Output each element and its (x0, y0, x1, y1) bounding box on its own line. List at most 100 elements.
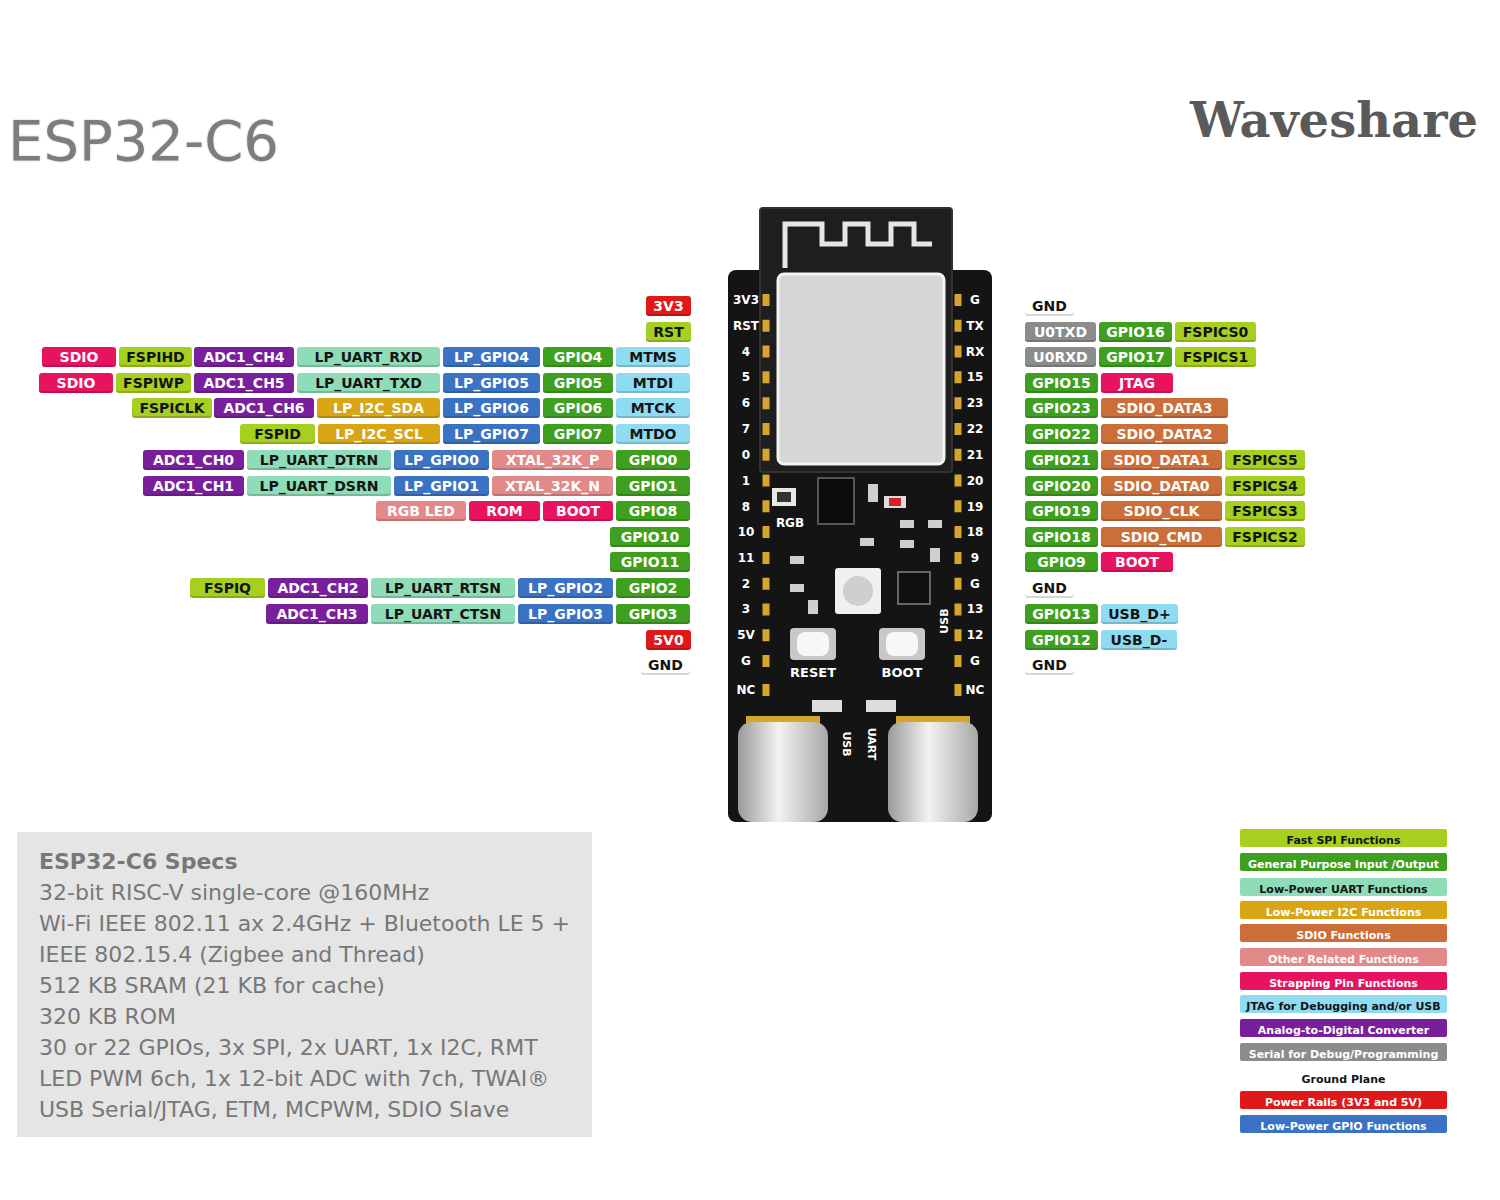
pin-function-tag: GND (1025, 296, 1074, 316)
silkscreen-pin: G (741, 654, 751, 668)
silkscreen-pin: 1 (742, 474, 750, 488)
pin-function-name: USB_D+ (1108, 604, 1170, 624)
silkscreen-pin: G (970, 654, 980, 668)
rgb-led-package (835, 568, 881, 614)
pin-function-tag: LP_I2C_SDA (317, 398, 440, 418)
spec-heading: ESP32-C6 Specs (39, 846, 582, 877)
pin-function-name: MTCK (631, 398, 676, 418)
pin-function-tag: FSPIHD (119, 347, 192, 367)
pin-function-tag: LP_I2C_SCL (318, 424, 440, 444)
header-pad (955, 684, 962, 696)
pin-function-name: GND (1032, 296, 1067, 316)
spec-line: 30 or 22 GPIOs, 3x SPI, 2x UART, 1x I2C,… (39, 1032, 582, 1063)
pin-function-tag: FSPIWP (116, 373, 191, 393)
silkscreen-pin: 18 (967, 525, 984, 539)
pin-function-tag: LP_GPIO3 (518, 604, 613, 624)
pin-function-tag: MTDO (616, 424, 690, 444)
pin-function-tag: GPIO9 (1025, 552, 1098, 572)
pin-function-tag: FSPICS1 (1175, 347, 1256, 367)
pin-function-tag: ADC1_CH6 (214, 398, 314, 418)
pin-function-tag: FSPICS0 (1175, 322, 1256, 342)
pin-function-tag: SDIO (42, 347, 116, 367)
legend-label: Power Rails (3V3 and 5V) (1265, 1094, 1422, 1112)
watermark: Waveshare (1190, 91, 1478, 149)
passive (900, 540, 914, 548)
pin-function-tag: XTAL_32K_N (492, 476, 613, 496)
pin-function-tag: GPIO11 (610, 552, 690, 572)
pin-function-name: ADC1_CH1 (153, 476, 234, 496)
pin-function-name: GPIO1 (629, 476, 678, 496)
pin-function-tag: LP_GPIO1 (394, 476, 489, 496)
pin-function-name: GPIO6 (554, 398, 603, 418)
pin-function-tag: RST (646, 322, 691, 342)
legend-swatch: JTAG for Debugging and/or USB (1240, 995, 1447, 1013)
legend-swatch: Fast SPI Functions (1240, 829, 1447, 847)
button-label: RESET (790, 665, 836, 681)
pin-function-name: GPIO20 (1032, 476, 1090, 496)
pin-function-name: GPIO22 (1032, 424, 1090, 444)
pin-function-name: MTDI (633, 373, 673, 393)
silkscreen-pin: G (970, 577, 980, 591)
silkscreen-pin: 8 (742, 500, 750, 514)
pin-function-name: LP_GPIO2 (528, 578, 603, 598)
silkscreen-pin: 13 (967, 602, 984, 616)
pin-function-name: SDIO (60, 347, 99, 367)
pin-function-tag: FSPICS4 (1225, 476, 1305, 496)
pin-function-name: FSPIWP (123, 373, 184, 393)
pin-function-name: GPIO18 (1032, 527, 1090, 547)
pin-function-name: GPIO0 (629, 450, 678, 470)
pin-function-tag: GPIO0 (616, 450, 690, 470)
pin-function-name: LP_UART_DTRN (260, 450, 378, 470)
legend-label: Low-Power GPIO Functions (1260, 1118, 1426, 1136)
pin-function-tag: XTAL_32K_P (492, 450, 613, 470)
legend-label: Other Related Functions (1268, 951, 1419, 969)
rgb-led-lens (843, 576, 873, 606)
legend-swatch: General Purpose Input /Output (1240, 853, 1447, 871)
pin-function-tag: SDIO_DATA0 (1101, 476, 1222, 496)
pin-function-name: ROM (486, 501, 523, 521)
silkscreen-pin: 11 (738, 551, 755, 565)
pin-function-name: BOOT (1115, 552, 1159, 572)
pin-function-tag: LP_GPIO7 (443, 424, 540, 444)
pin-function-name: ADC1_CH6 (223, 398, 304, 418)
spec-line: 32-bit RISC-V single-core @160MHz (39, 877, 582, 908)
passive (930, 548, 940, 562)
spec-line: 320 KB ROM (39, 1001, 582, 1032)
silkscreen-pin: 2 (742, 577, 750, 591)
pin-function-name: GPIO5 (554, 373, 603, 393)
spec-panel: ESP32-C6 Specs32-bit RISC-V single-core … (17, 832, 592, 1137)
pin-function-tag: GND (1025, 578, 1074, 598)
pin-function-name: GPIO7 (554, 424, 603, 444)
pin-function-name: RGB LED (387, 501, 455, 521)
pin-function-name: LP_UART_RTSN (385, 578, 501, 598)
silkscreen-pin: 6 (742, 396, 750, 410)
pin-function-name: ADC1_CH0 (153, 450, 234, 470)
pin-function-tag: GPIO16 (1099, 322, 1172, 342)
pin-function-name: LP_GPIO3 (528, 604, 603, 624)
pin-function-tag: FSPID (240, 424, 315, 444)
header-pad (763, 684, 770, 696)
silkscreen-label: RGB (776, 516, 804, 530)
pin-function-name: ADC1_CH3 (276, 604, 357, 624)
pin-function-tag: SDIO_CMD (1101, 527, 1222, 547)
silkscreen-pin: 10 (738, 525, 755, 539)
pin-function-name: XTAL_32K_P (506, 450, 600, 470)
pin-function-tag: LP_UART_RXD (297, 347, 440, 367)
legend-swatch: Ground Plane (1240, 1068, 1447, 1086)
silkscreen-pin: 7 (742, 422, 750, 436)
pin-function-name: LP_UART_DSRN (260, 476, 379, 496)
pin-function-tag: FSPICS3 (1225, 501, 1305, 521)
pin-function-name: LP_I2C_SDA (333, 398, 424, 418)
silkscreen-pin: NC (966, 683, 985, 697)
silkscreen-pin: 5 (742, 370, 750, 384)
pin-function-tag: LP_GPIO2 (518, 578, 613, 598)
legend-swatch: Analog-to-Digital Converter (1240, 1019, 1447, 1037)
pin-function-tag: FSPICS2 (1225, 527, 1305, 547)
legend-swatch: Other Related Functions (1240, 948, 1447, 966)
passive (790, 556, 804, 564)
diode (812, 700, 842, 712)
antenna-trace (785, 224, 932, 268)
pin-function-tag: GPIO3 (616, 604, 690, 624)
pin-function-name: LP_GPIO6 (454, 398, 529, 418)
pin-function-name: USB_D- (1111, 630, 1168, 650)
